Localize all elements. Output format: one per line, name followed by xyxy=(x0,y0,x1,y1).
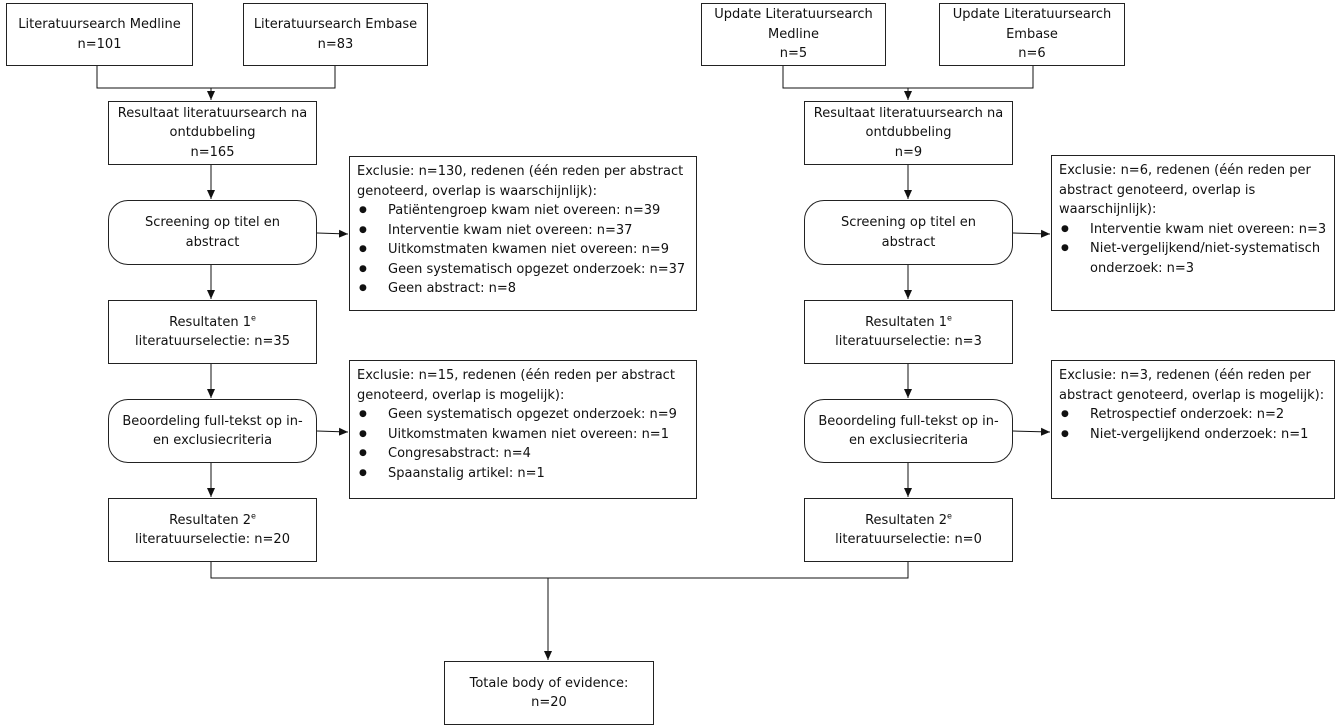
result-first-selection-right: Resultaten 1e literatuurselectie: n=3 xyxy=(804,300,1013,364)
dedup-title-left: Resultaat literatuursearch na xyxy=(117,105,308,121)
ordinal-superscript: e xyxy=(946,511,952,521)
dedup-count-right: n=9 xyxy=(894,144,923,160)
exclusion-box-1-left: Exclusie: n=130, redenen (één reden per … xyxy=(349,156,697,311)
fulltext-assessment-left: Beoordeling full-tekst op in- en exclusi… xyxy=(108,399,317,463)
exclusion-heading: Exclusie: n=6, redenen (één reden per ab… xyxy=(1059,163,1311,217)
update-embase-title: Update Literatuursearch xyxy=(952,7,1112,23)
exclusion-reason: Niet-vergelijkend/niet-systematisch onde… xyxy=(1059,239,1327,278)
update-medline-search-box: Update Literatuursearch Medline n=5 xyxy=(701,3,886,66)
update-embase-count: n=6 xyxy=(1018,46,1046,62)
merge-line-left-top xyxy=(96,66,336,89)
arrow-to-exclusion1-left xyxy=(316,229,349,238)
result-label: Resultaten 1 xyxy=(865,314,947,330)
screening-title-left: Screening op titel en xyxy=(144,215,281,230)
dedup-subtitle-right: ontdubbeling xyxy=(865,125,952,141)
embase-search-title: Literatuursearch Embase xyxy=(253,17,418,32)
result-second-title-right: Resultaten 2e xyxy=(865,511,952,531)
exclusion-reasons-list: Geen systematisch opgezet onderzoek: n=9… xyxy=(357,405,689,483)
result-second-selection-left: Resultaten 2e literatuurselectie: n=20 xyxy=(108,498,317,562)
screening-title-right: Screening op titel en xyxy=(840,215,977,230)
dedup-title-right: Resultaat literatuursearch na xyxy=(813,105,1004,121)
medline-search-title: Literatuursearch Medline xyxy=(18,17,181,32)
exclusion-reason: Spaanstalig artikel: n=1 xyxy=(357,464,689,484)
result-second-count-left: literatuurselectie: n=20 xyxy=(135,532,290,547)
dedup-count-left: n=165 xyxy=(190,144,235,160)
medline-search-count: n=101 xyxy=(77,36,122,52)
dedup-result-box-right: Resultaat literatuursearch na ontdubbeli… xyxy=(804,101,1013,165)
exclusion-reason: Uitkomstmaten kwamen niet overeen: n=1 xyxy=(357,425,689,445)
exclusion-reason: Niet-vergelijkend onderzoek: n=1 xyxy=(1059,425,1327,445)
result-label: Resultaten 2 xyxy=(169,512,251,528)
arrow-to-exclusion2-right xyxy=(1012,427,1051,436)
fulltext-subtitle-left: en exclusiecriteria xyxy=(152,433,273,448)
result-first-count-right: literatuurselectie: n=3 xyxy=(835,334,982,349)
result-first-title-right: Resultaten 1e xyxy=(865,313,952,333)
update-medline-count: n=5 xyxy=(779,46,808,62)
fulltext-title-right: Beoordeling full-tekst op in- xyxy=(818,413,999,429)
fulltext-subtitle-right: en exclusiecriteria xyxy=(848,433,969,448)
exclusion-reason: Geen abstract: n=8 xyxy=(357,279,689,299)
exclusion-box-1-right: Exclusie: n=6, redenen (één reden per ab… xyxy=(1051,155,1335,311)
arrow-to-exclusion2-left xyxy=(316,427,349,436)
screening-subtitle-left: abstract xyxy=(185,234,240,250)
result-first-count-left: literatuurselectie: n=35 xyxy=(135,334,290,349)
fulltext-title-left: Beoordeling full-tekst op in- xyxy=(122,413,303,429)
exclusion-box-2-right: Exclusie: n=3, redenen (één reden per ab… xyxy=(1051,360,1335,499)
result-label: Resultaten 2 xyxy=(865,512,947,528)
exclusion-reasons-list: Patiëntengroep kwam niet overeen: n=39 I… xyxy=(357,201,689,299)
ordinal-superscript: e xyxy=(250,313,256,323)
update-medline-subtitle: Medline xyxy=(768,26,819,42)
result-second-count-right: literatuurselectie: n=0 xyxy=(835,532,982,547)
exclusion-reason: Geen systematisch opgezet onderzoek: n=9 xyxy=(357,405,689,425)
total-evidence-count: n=20 xyxy=(531,695,567,710)
embase-search-box: Literatuursearch Embase n=83 xyxy=(243,3,428,66)
merge-line-bottom xyxy=(210,562,909,579)
exclusion-heading: Exclusie: n=130, redenen (één reden per … xyxy=(357,164,684,199)
exclusion-reason: Retrospectief onderzoek: n=2 xyxy=(1059,405,1327,425)
exclusion-reason: Interventie kwam niet overeen: n=37 xyxy=(357,221,689,241)
exclusion-reasons-list: Retrospectief onderzoek: n=2 Niet-vergel… xyxy=(1059,405,1327,444)
arrow-to-exclusion1-right xyxy=(1012,229,1051,238)
exclusion-reason: Geen systematisch opgezet onderzoek: n=3… xyxy=(357,260,689,280)
total-evidence-box: Totale body of evidence: n=20 xyxy=(444,661,654,725)
update-embase-subtitle: Embase xyxy=(1006,26,1058,42)
dedup-subtitle-left: ontdubbeling xyxy=(169,125,256,141)
result-first-selection-left: Resultaten 1e literatuurselectie: n=35 xyxy=(108,300,317,364)
total-evidence-title: Totale body of evidence: xyxy=(469,675,629,691)
ordinal-superscript: e xyxy=(946,313,952,323)
screening-step-left: Screening op titel en abstract xyxy=(108,200,317,265)
exclusion-box-2-left: Exclusie: n=15, redenen (één reden per a… xyxy=(349,360,697,499)
exclusion-reason: Congresabstract: n=4 xyxy=(357,444,689,464)
update-embase-search-box: Update Literatuursearch Embase n=6 xyxy=(939,3,1125,66)
exclusion-reason: Uitkomstmaten kwamen niet overeen: n=9 xyxy=(357,240,689,260)
result-label: Resultaten 1 xyxy=(169,314,251,330)
dedup-result-box-left: Resultaat literatuursearch na ontdubbeli… xyxy=(108,101,317,165)
result-first-title-left: Resultaten 1e xyxy=(169,313,256,333)
exclusion-reasons-list: Interventie kwam niet overeen: n=3 Niet-… xyxy=(1059,220,1327,279)
result-second-title-left: Resultaten 2e xyxy=(169,511,256,531)
update-medline-title: Update Literatuursearch xyxy=(714,7,873,23)
medline-search-box: Literatuursearch Medline n=101 xyxy=(6,3,193,66)
merge-line-right-top xyxy=(782,66,1034,89)
screening-step-right: Screening op titel en abstract xyxy=(804,200,1013,265)
screening-subtitle-right: abstract xyxy=(881,234,936,250)
exclusion-heading: Exclusie: n=3, redenen (één reden per ab… xyxy=(1059,368,1325,403)
exclusion-reason: Interventie kwam niet overeen: n=3 xyxy=(1059,220,1327,240)
exclusion-reason: Patiëntengroep kwam niet overeen: n=39 xyxy=(357,201,689,221)
exclusion-heading: Exclusie: n=15, redenen (één reden per a… xyxy=(357,368,675,403)
fulltext-assessment-right: Beoordeling full-tekst op in- en exclusi… xyxy=(804,399,1013,463)
embase-search-count: n=83 xyxy=(317,36,354,52)
result-second-selection-right: Resultaten 2e literatuurselectie: n=0 xyxy=(804,498,1013,562)
ordinal-superscript: e xyxy=(250,511,256,521)
